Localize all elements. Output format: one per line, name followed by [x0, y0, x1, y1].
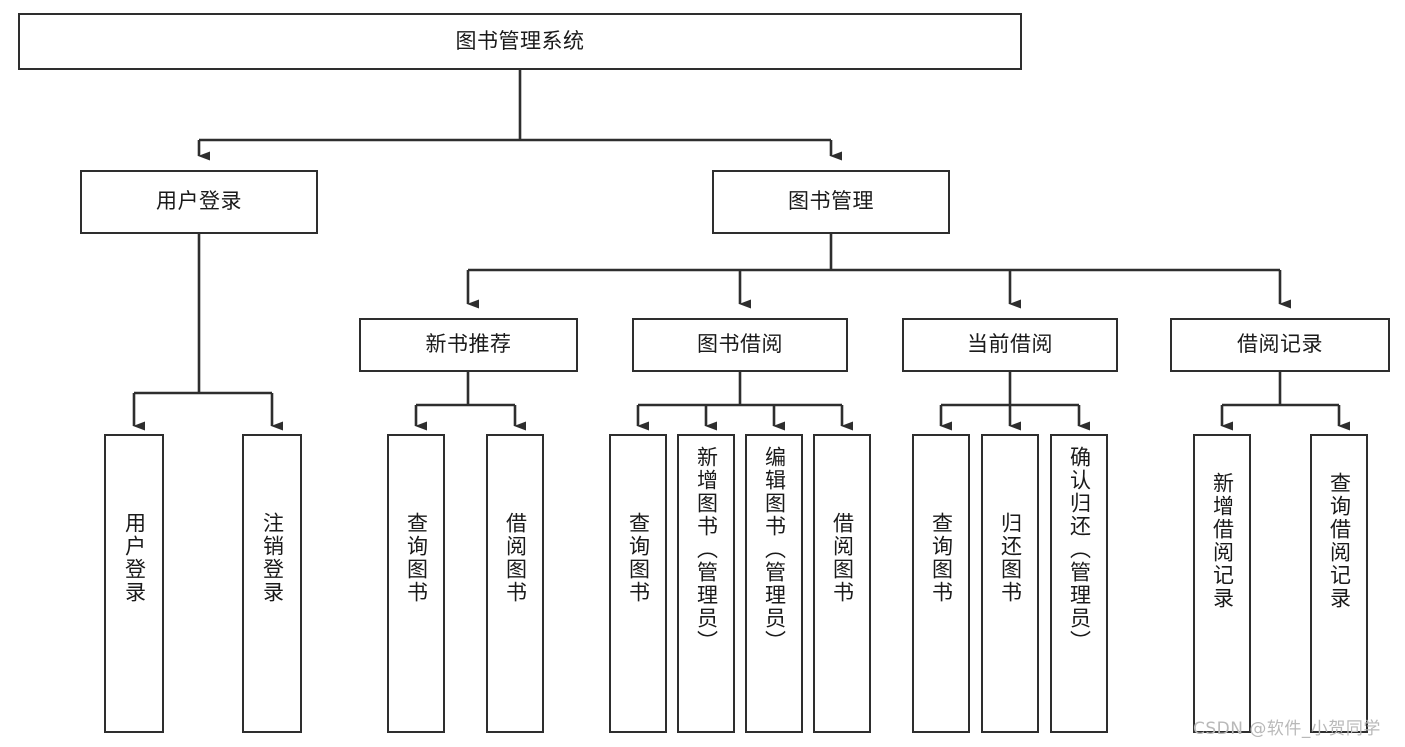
- node-leaf-borrow-book-2-label: 借阅图书: [830, 512, 855, 604]
- node-user-login[interactable]: 用户登录: [80, 170, 318, 234]
- node-leaf-borrow-book-2[interactable]: 借阅图书: [813, 434, 871, 733]
- node-book-management[interactable]: 图书管理: [712, 170, 950, 234]
- node-leaf-query-book-2[interactable]: 查询图书: [609, 434, 667, 733]
- node-root-label: 图书管理系统: [455, 28, 585, 53]
- node-leaf-query-book-2-label: 查询图书: [626, 512, 651, 604]
- node-book-management-label: 图书管理: [788, 189, 874, 214]
- node-leaf-add-record-label: 新增借阅记录: [1210, 472, 1235, 610]
- node-leaf-user-logout[interactable]: 注销登录: [242, 434, 302, 733]
- node-new-book-recommend-label: 新书推荐: [425, 332, 512, 357]
- node-new-book-recommend[interactable]: 新书推荐: [359, 318, 578, 372]
- node-leaf-query-book-1[interactable]: 查询图书: [387, 434, 445, 733]
- node-current-borrow-label: 当前借阅: [967, 332, 1053, 357]
- node-leaf-user-login-label: 用户登录: [122, 512, 147, 604]
- node-leaf-add-book-label: 新增图书（管理员）: [694, 446, 719, 653]
- node-leaf-user-login[interactable]: 用户登录: [104, 434, 164, 733]
- node-leaf-borrow-book-1[interactable]: 借阅图书: [486, 434, 544, 733]
- node-leaf-borrow-book-1-label: 借阅图书: [503, 512, 528, 604]
- node-leaf-return-book[interactable]: 归还图书: [981, 434, 1039, 733]
- node-leaf-edit-book[interactable]: 编辑图书（管理员）: [745, 434, 803, 733]
- node-current-borrow[interactable]: 当前借阅: [902, 318, 1118, 372]
- node-leaf-confirm-return[interactable]: 确认归还（管理员）: [1050, 434, 1108, 733]
- node-borrow-record[interactable]: 借阅记录: [1170, 318, 1390, 372]
- watermark: CSDN @软件_小贺同学: [1193, 714, 1381, 739]
- node-leaf-confirm-return-label: 确认归还（管理员）: [1067, 446, 1092, 653]
- node-leaf-user-logout-label: 注销登录: [260, 512, 285, 604]
- node-user-login-label: 用户登录: [156, 189, 242, 214]
- node-leaf-query-book-1-label: 查询图书: [404, 512, 429, 604]
- node-leaf-add-book[interactable]: 新增图书（管理员）: [677, 434, 735, 733]
- node-leaf-add-record[interactable]: 新增借阅记录: [1193, 434, 1251, 733]
- node-leaf-query-book-3[interactable]: 查询图书: [912, 434, 970, 733]
- node-leaf-edit-book-label: 编辑图书（管理员）: [762, 446, 787, 653]
- node-root[interactable]: 图书管理系统: [18, 13, 1022, 70]
- node-leaf-query-record[interactable]: 查询借阅记录: [1310, 434, 1368, 733]
- watermark-text: CSDN @软件_小贺同学: [1193, 719, 1381, 739]
- node-book-borrow[interactable]: 图书借阅: [632, 318, 848, 372]
- node-leaf-query-record-label: 查询借阅记录: [1327, 472, 1352, 610]
- node-leaf-query-book-3-label: 查询图书: [929, 512, 954, 604]
- node-borrow-record-label: 借阅记录: [1237, 332, 1323, 357]
- node-book-borrow-label: 图书借阅: [697, 332, 783, 357]
- node-leaf-return-book-label: 归还图书: [998, 512, 1023, 604]
